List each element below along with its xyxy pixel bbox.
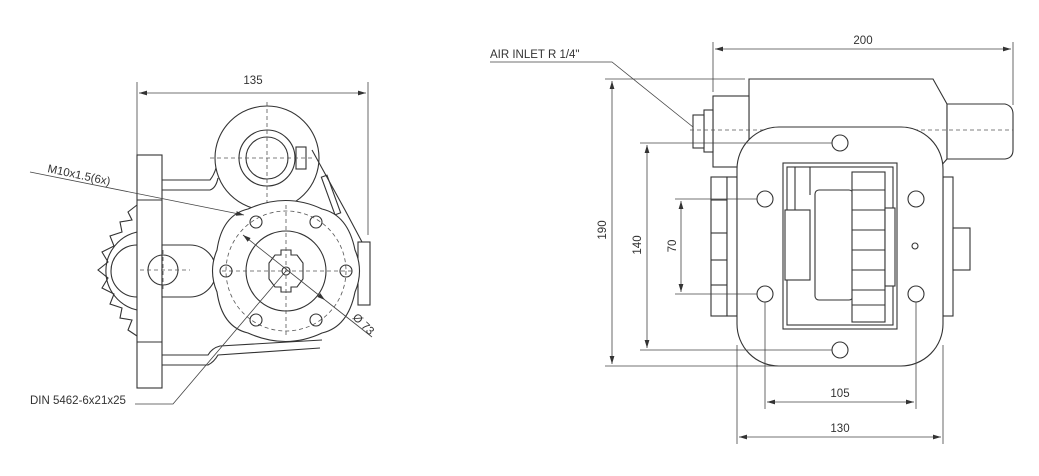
right-view: 200 190 140 70 1 [490,35,1014,444]
thread-label: M10x1.5(6x) [46,163,111,188]
dim-190-label: 190 [597,220,609,239]
dim-105-label: 105 [830,388,849,400]
dim-130-label: 130 [830,423,849,435]
dim-70-label: 70 [667,240,679,253]
output-shaft [946,103,1014,160]
left-view: 135 [29,75,376,407]
dim-135-label: 135 [243,75,262,87]
dim-140-label: 140 [632,235,644,254]
mounting-plate [136,154,217,389]
drive-gear [97,204,138,337]
internal-gear [784,167,896,323]
dim-200-label: 200 [853,35,872,47]
dimension-200: 200 [712,35,1014,105]
air-inlet-fitting [692,114,705,149]
diameter-label: Ø 73 [350,312,376,338]
idler-gear-housing [210,102,363,243]
spline-stub [952,227,971,271]
spline-label: DIN 5462-6x21x25 [30,395,126,407]
air-inlet-label: AIR INLET R 1/4" [490,49,580,61]
dimension-135: 135 [136,75,369,235]
